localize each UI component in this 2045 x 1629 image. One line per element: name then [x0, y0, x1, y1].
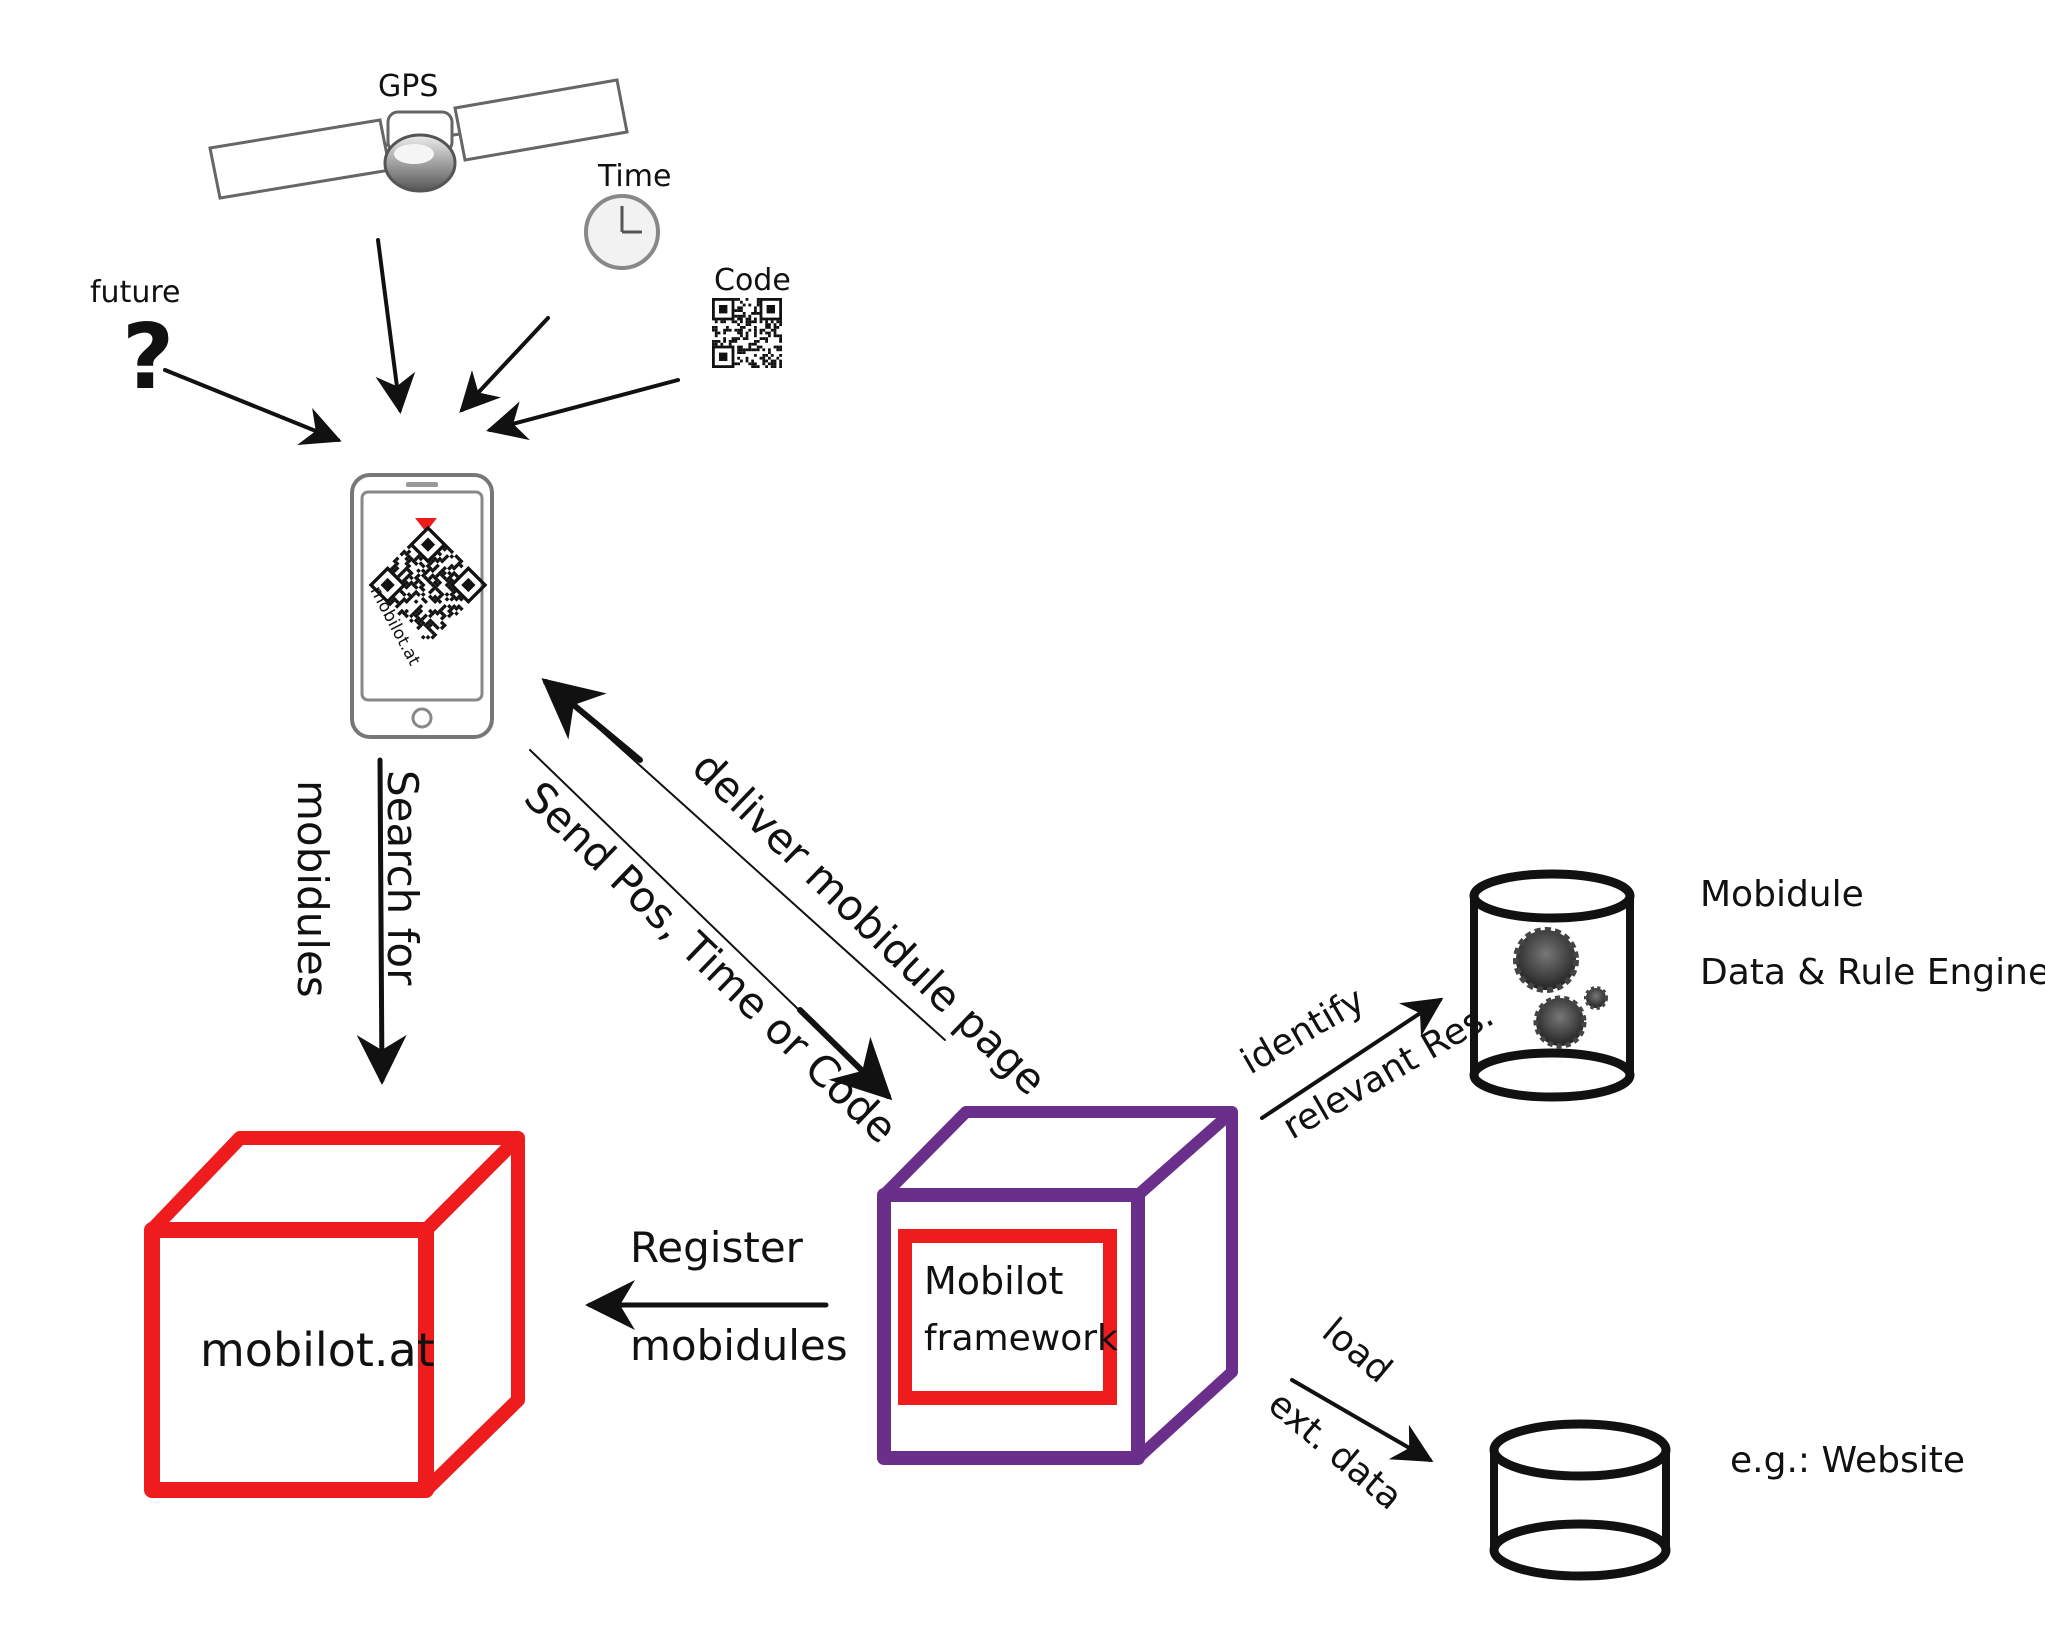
framework-line1-label: Mobilot: [924, 1259, 1063, 1303]
website-cylinder: [1489, 1419, 1671, 1581]
arrow-future-to-phone: [163, 368, 342, 446]
satellite-icon: [208, 78, 629, 200]
future-label: future: [90, 275, 180, 310]
identify-label: identify: [1234, 980, 1372, 1083]
register-label: Register: [630, 1223, 804, 1272]
arrow-code-to-phone: [486, 378, 680, 441]
engine-line2-label: Data & Rule Engine: [1700, 952, 2045, 993]
arrow-phone-to-mobilot: [356, 757, 407, 1085]
time-label: Time: [597, 159, 671, 194]
register-mobidules-label: mobidules: [630, 1321, 848, 1370]
arrow-framework-to-website: [1290, 1378, 1434, 1463]
load-label: load: [1314, 1310, 1399, 1391]
mobidules-search-label: mobidules: [288, 780, 337, 998]
mobilot-at-label: mobilot.at: [200, 1323, 435, 1377]
website-label: e.g.: Website: [1730, 1440, 1965, 1481]
arrow-phone-to-framework-head: [797, 1007, 893, 1101]
search-for-label: Search for: [378, 770, 427, 986]
arrow-time-to-phone: [459, 316, 550, 413]
question-mark-icon: ?: [122, 305, 174, 410]
mobilot-at-cube: [144, 1131, 525, 1498]
qr-code-icon: [712, 297, 783, 369]
clock-icon: [584, 194, 660, 270]
arrow-gps-to-phone: [375, 238, 416, 414]
framework-line2-label: framework: [924, 1318, 1118, 1359]
engine-line1-label: Mobidule: [1700, 874, 1864, 915]
deliver-page-label: deliver mobidule page: [683, 742, 1056, 1105]
smartphone-icon: [350, 473, 494, 739]
mobilot-framework-cube: [877, 1106, 1238, 1465]
data-rule-engine-cylinder: [1469, 869, 1635, 1102]
arrow-framework-to-phone-head: [541, 678, 643, 763]
code-label: Code: [714, 263, 791, 298]
gears-icon: [1513, 927, 1608, 1049]
gps-label: GPS: [378, 69, 438, 104]
arrow-framework-to-engine: [1260, 997, 1444, 1120]
